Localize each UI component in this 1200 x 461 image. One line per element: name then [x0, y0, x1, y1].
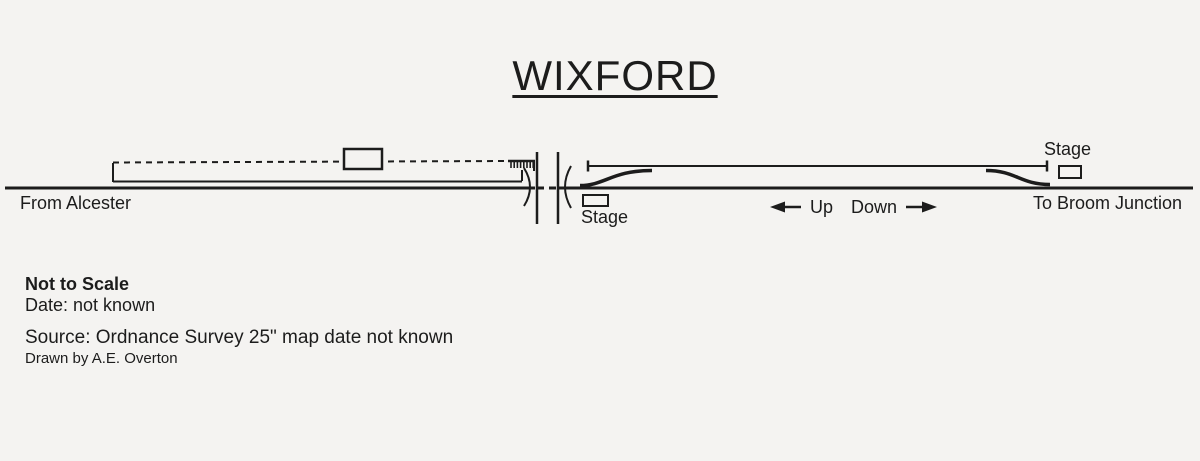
up-arrow-icon — [770, 201, 801, 213]
overbridge-symbol — [523, 152, 572, 224]
direction-down-label: Down — [851, 197, 898, 217]
stage-left-label: Stage — [581, 207, 629, 227]
note-drawn-by: Drawn by A.E. Overton — [25, 350, 178, 367]
from-alcester-label: From Alcester — [20, 193, 132, 213]
note-source: Source: Ordnance Survey 25" map date not… — [25, 327, 454, 348]
note-date: Date: not known — [25, 295, 156, 315]
page-title: WIXFORD — [512, 52, 718, 99]
goods-siding-dashed — [112, 160, 523, 183]
to-broom-junction-label: To Broom Junction — [1033, 193, 1183, 213]
direction-up-label: Up — [810, 197, 834, 217]
loop-siding — [579, 160, 1051, 188]
down-arrow-icon — [906, 201, 937, 213]
stage-platform-left — [582, 194, 609, 207]
loading-dock-comb — [508, 159, 535, 171]
note-not-to-scale: Not to Scale — [25, 274, 130, 294]
stage-right-label: Stage — [1044, 139, 1092, 159]
siding-building — [342, 147, 384, 171]
stage-platform-right — [1058, 165, 1082, 179]
